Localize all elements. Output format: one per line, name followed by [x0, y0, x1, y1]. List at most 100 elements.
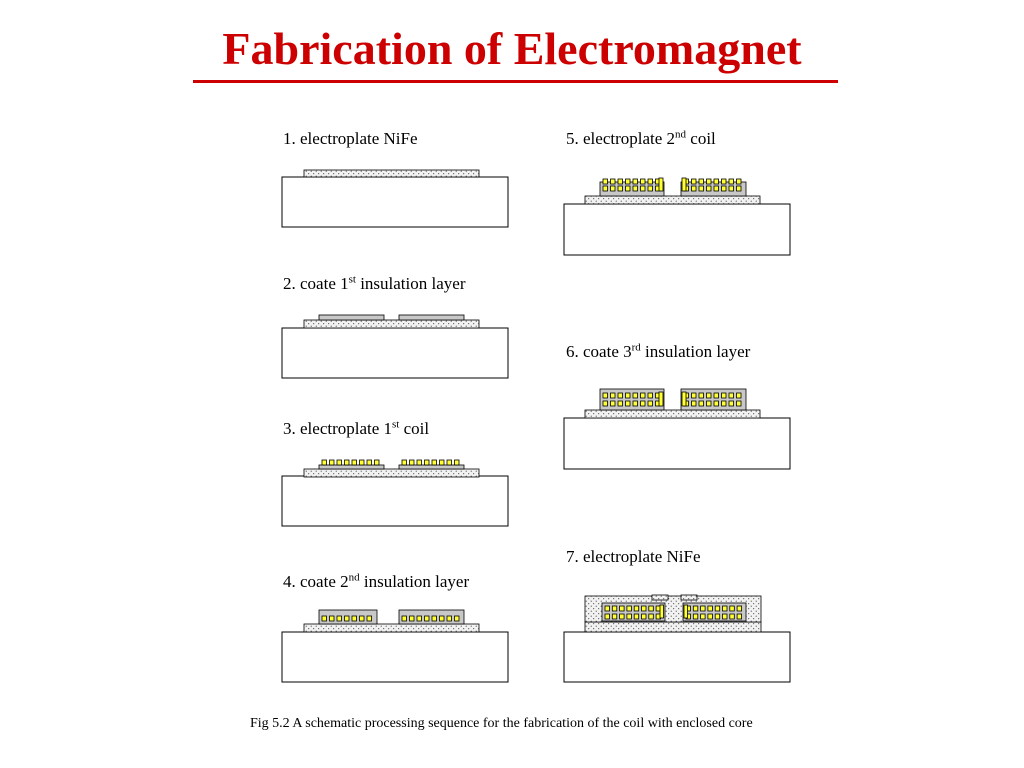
coil-2-turn: [729, 605, 735, 612]
coil-1-turn: [698, 185, 704, 192]
step-2-superscript: st: [348, 273, 356, 286]
coil-2-turn: [736, 605, 742, 612]
coil-1-turn: [329, 615, 335, 622]
coil-2-turn: [713, 392, 719, 399]
coil-1-turn: [692, 613, 699, 620]
insulation-layer-3: [601, 602, 666, 622]
coil-1-turn: [625, 185, 631, 192]
coil-2-turn: [611, 605, 618, 612]
coil-1-turn: [691, 185, 697, 192]
substrate: [563, 631, 791, 683]
coil-1-turn: [431, 459, 437, 466]
step-7-number: 7.: [566, 547, 579, 566]
step-4-superscript: nd: [348, 571, 360, 584]
nife-bottom-core: [303, 169, 480, 178]
step-4-text-pre: coate 2: [300, 572, 349, 591]
coil-1-turn: [401, 459, 407, 466]
step-2-label: 2. coate 1st insulation layer: [283, 274, 465, 294]
step-2-text-post: insulation layer: [360, 274, 466, 293]
coil-1-turn: [344, 615, 350, 622]
coil-2-turn: [610, 178, 616, 185]
substrate: [563, 417, 791, 470]
step-6-superscript: rd: [631, 341, 641, 354]
coil-1-turn: [409, 459, 415, 466]
substrate: [281, 475, 509, 527]
coil-1-turn: [602, 400, 608, 407]
step-6-text-pre: coate 3: [583, 342, 632, 361]
nife-bottom-core: [303, 468, 480, 478]
coil-2-turn: [647, 392, 653, 399]
coil-2-turn: [706, 178, 712, 185]
coil-2-turn: [736, 178, 742, 185]
coil-1-turn: [424, 615, 430, 622]
stage-1-structure: [281, 169, 509, 228]
stage-3-structure: [281, 459, 509, 527]
coil-1-turn: [626, 613, 632, 620]
coil-1-turn: [351, 615, 357, 622]
coil-2-turn: [625, 178, 631, 185]
coil-2-turn: [691, 178, 697, 185]
coil-1-turn: [647, 185, 653, 192]
coil-1-turn: [602, 185, 608, 192]
coil-1-turn: [374, 459, 380, 466]
coil-1-turn: [321, 615, 327, 622]
step-5-superscript: nd: [675, 128, 687, 141]
coil-1-turn: [446, 459, 452, 466]
coil-1-turn: [321, 459, 327, 466]
step-3-number: 3.: [283, 419, 296, 438]
coil-1-turn: [632, 400, 638, 407]
coil-1-turn: [640, 400, 646, 407]
nife-top-core-post: [680, 594, 698, 601]
stage-5-structure: [563, 177, 791, 256]
coil-1-turn: [633, 613, 640, 620]
coil-1-turn: [611, 613, 618, 620]
step-4-number: 4.: [283, 572, 296, 591]
coil-1-turn: [344, 459, 350, 466]
coil-1-turn: [336, 615, 342, 622]
coil-2-turn: [625, 392, 631, 399]
coil-2-turn: [691, 392, 697, 399]
insulation-layer-3: [599, 388, 665, 411]
coil-2-turn: [604, 605, 610, 612]
step-3-text-post: coil: [403, 419, 430, 438]
stage-2-structure: [281, 314, 509, 379]
coil-1-turn: [706, 400, 712, 407]
coil-2-connector: [683, 604, 688, 619]
coil-2-turn: [626, 605, 632, 612]
title-underline: [193, 80, 838, 83]
coil-1-turn: [329, 459, 335, 466]
coil-2-turn: [632, 178, 638, 185]
coil-2-turn: [619, 605, 625, 612]
stage-4-structure: [281, 609, 509, 683]
coil-2-turn: [698, 178, 704, 185]
coil-2-turn: [648, 605, 654, 612]
coil-1-turn: [713, 400, 719, 407]
coil-2-connector: [658, 391, 664, 407]
coil-1-turn: [409, 615, 415, 622]
coil-1-turn: [439, 615, 445, 622]
coil-2-turn: [647, 178, 653, 185]
coil-1-turn: [617, 185, 623, 192]
nife-bottom-core: [303, 319, 480, 329]
step-6-label: 6. coate 3rd insulation layer: [566, 342, 750, 362]
step-1-text: electroplate NiFe: [300, 129, 418, 148]
coil-2-turn: [713, 178, 719, 185]
coil-1-turn: [416, 615, 422, 622]
coil-2-turn: [640, 178, 646, 185]
coil-1-turn: [714, 613, 721, 620]
coil-1-turn: [721, 400, 727, 407]
coil-1-turn: [648, 613, 654, 620]
coil-2-turn: [641, 605, 647, 612]
coil-2-turn: [617, 392, 623, 399]
coil-2-turn: [728, 392, 734, 399]
stage-7-structure: [563, 594, 791, 683]
coil-2-turn: [610, 392, 616, 399]
insulation-layer-2: [599, 181, 665, 197]
coil-1-turn: [454, 615, 460, 622]
insulation-layer-1: [398, 314, 465, 321]
coil-1-turn: [604, 613, 610, 620]
coil-1-turn: [359, 615, 365, 622]
coil-1-turn: [446, 615, 452, 622]
substrate: [281, 631, 509, 683]
coil-1-turn: [619, 613, 625, 620]
